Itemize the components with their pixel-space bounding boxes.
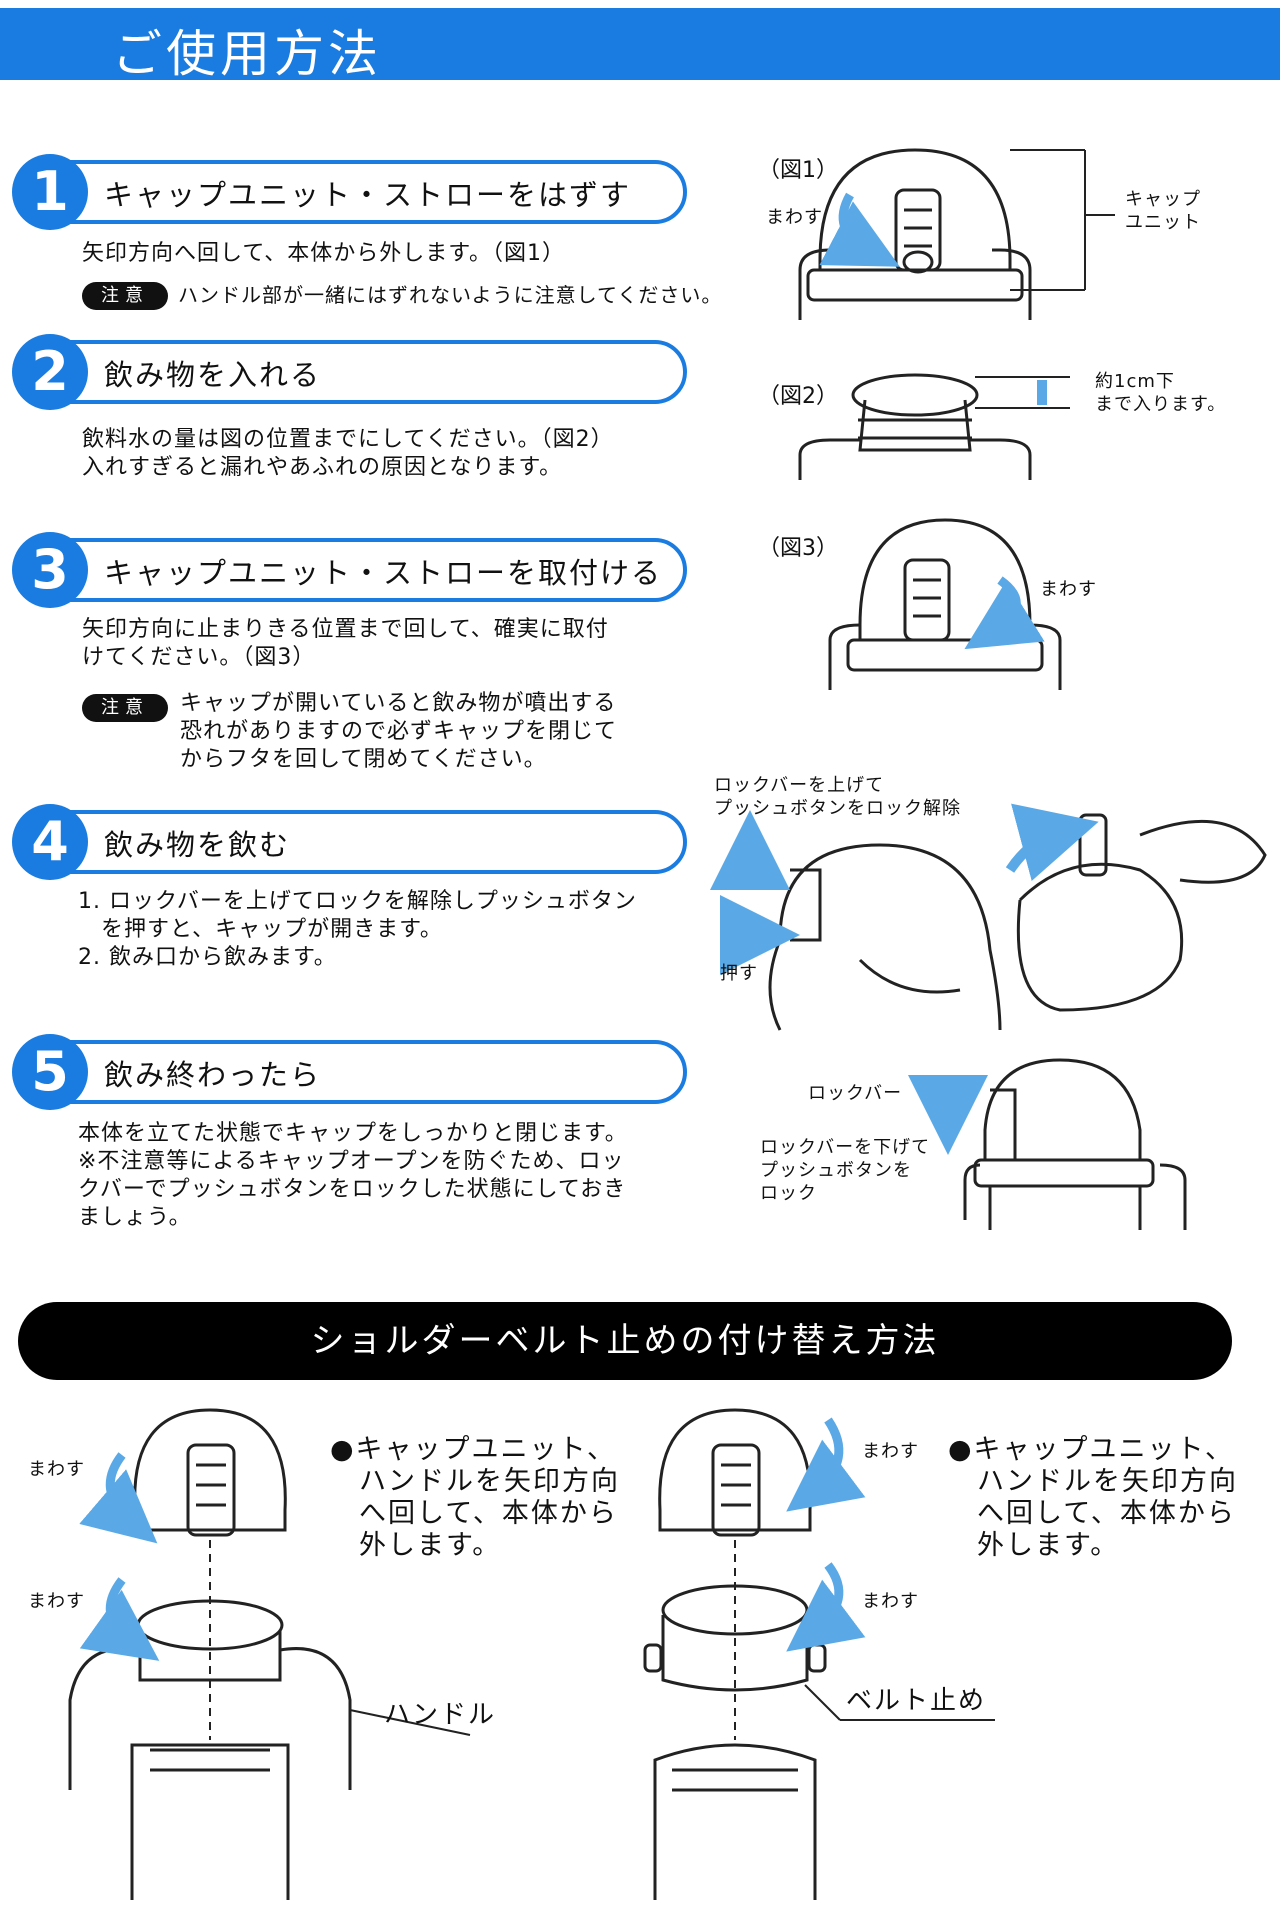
unlock-drawing (768, 813, 1267, 1031)
fig2-fill-note: 約1cm下 まで入ります。 (1095, 371, 1227, 415)
step-3-number: 3 (31, 538, 69, 601)
step-2-title: 飲み物を入れる (104, 358, 322, 392)
step-1-number: 1 (31, 160, 69, 223)
fig1-label: （図1） (758, 158, 838, 183)
fig2-drawing (798, 373, 1070, 480)
belt-left-turn-top-label: まわす (28, 1459, 85, 1480)
page-title: ご使用方法 (112, 25, 382, 83)
step-2-frame (12, 334, 687, 410)
fig1-turn-arrow (819, 192, 900, 267)
step-4-body: 1. ロックバーを上げてロックを解除しプッシュボタン を押すと、キャップが開きま… (78, 889, 637, 970)
fig2-label: （図2） (758, 384, 838, 409)
push-label: 押す (720, 963, 758, 984)
lock-bar-label: ロックバー (808, 1083, 903, 1104)
open-arrow (1005, 803, 1099, 881)
fig3-turn-label: まわす (1040, 579, 1097, 600)
step-1-note-badge: 注意 (82, 282, 168, 310)
lock-caption: ロックバーを下げて プッシュボタンを ロック (760, 1137, 931, 1204)
step-4-frame (12, 804, 687, 880)
step-5-title: 飲み終わったら (104, 1058, 322, 1092)
fig3-drawing (828, 518, 1062, 690)
belt-left-drawing (68, 1408, 471, 1900)
belt-left-instruction: ●キャップユニット、 ハンドルを矢印方向 へ回して、本体から 外します。 (330, 1434, 620, 1561)
belt-right-drawing (643, 1408, 995, 1900)
belt-right-turn-bottom-arrow (786, 1562, 866, 1652)
step-2-body: 飲料水の量は図の位置までにしてください。（図2） 入れすぎると漏れやあふれの原因… (82, 427, 614, 480)
lock-drawing (963, 1058, 1187, 1230)
belt-left-turn-bottom-arrow (79, 1577, 160, 1661)
fig3-turn-arrow (964, 576, 1045, 650)
belt-right-instruction: ●キャップユニット、 ハンドルを矢印方向 へ回して、本体から 外します。 (948, 1434, 1238, 1561)
step-1-frame (12, 154, 687, 230)
fig1-turn-label: まわす (766, 207, 823, 228)
handle-label: ハンドル (384, 1700, 497, 1730)
step-1-title: キャップユニット・ストローをはずす (104, 178, 632, 212)
belt-stopper-label: ベルト止め (846, 1686, 987, 1716)
step-1-body: 矢印方向へ回して、本体から外します。（図1） (82, 241, 566, 266)
belt-right-turn-top-label: まわす (862, 1441, 919, 1462)
belt-left-turn-bottom-label: まわす (28, 1591, 85, 1612)
header-bar (0, 8, 1280, 80)
belt-section-bar (18, 1302, 1232, 1380)
step-3-note: キャップが開いていると飲み物が噴出する 恐れがありますので必ずキャップを閉じて … (180, 691, 618, 772)
step-3-title: キャップユニット・ストローを取付ける (104, 556, 663, 590)
belt-right-turn-bottom-label: まわす (862, 1591, 919, 1612)
step-4-number: 4 (31, 810, 69, 873)
step-5-body: 本体を立てた状態でキャップをしっかりと閉じます。 ※不注意等によるキャップオープ… (78, 1121, 628, 1230)
belt-right-turn-top-arrow (786, 1417, 866, 1512)
step-3-note-badge: 注意 (82, 694, 168, 722)
step-2-number: 2 (31, 340, 69, 403)
belt-section-title: ショルダーベルト止めの付け替え方法 (310, 1321, 940, 1361)
step-1-note: ハンドル部が一緒にはずれないように注意してください。 (178, 283, 723, 307)
unlock-caption: ロックバーを上げて プッシュボタンをロック解除 (714, 775, 961, 819)
fig3-label: （図3） (758, 536, 838, 561)
step-3-frame (12, 532, 687, 608)
step-3-body: 矢印方向に止まりきる位置まで回して、確実に取付 けてください。（図3） (82, 617, 609, 670)
step-4-title: 飲み物を飲む (104, 828, 291, 862)
step-5-frame (12, 1034, 687, 1110)
fig1-cap-unit-label: キャップ ユニット (1125, 189, 1201, 233)
belt-left-turn-top-arrow (79, 1452, 158, 1544)
step-5-number: 5 (31, 1040, 69, 1103)
